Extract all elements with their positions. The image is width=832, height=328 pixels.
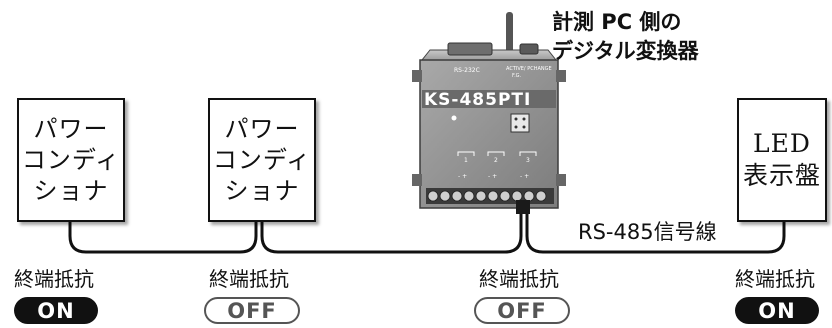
- terminal-group-label: 1: [464, 157, 468, 164]
- termination-state-on: ON: [735, 297, 819, 324]
- signal-line-label: RS-485信号線: [578, 220, 717, 244]
- power-conditioner-right: パワー コンディ ショナ: [208, 98, 316, 222]
- antenna: [506, 12, 513, 56]
- device-label-line: ショナ: [224, 176, 300, 205]
- device-label-line: ショナ: [33, 176, 109, 205]
- switch-sublabel: F.G.: [512, 73, 522, 79]
- termination-label: 終端抵抗: [209, 267, 289, 291]
- switch-block-icon: [510, 113, 530, 133]
- switch-label: ACTIVE/ PCHANGE: [506, 66, 552, 72]
- power-connector: [519, 43, 539, 55]
- device-label-line: パワー: [224, 114, 300, 143]
- led-display-panel: LED 表示盤: [737, 98, 827, 222]
- converter-device: RS-232C ACTIVE/ PCHANGE F.G. KS-485PTI 1…: [412, 12, 566, 214]
- device-label-line: 表示盤: [742, 161, 821, 190]
- terminal-polarity: - +: [488, 173, 497, 180]
- status-led-icon: [451, 115, 457, 121]
- terminal-polarity: - +: [458, 173, 467, 180]
- termination-state-off: OFF: [204, 297, 300, 324]
- terminal-polarity: - +: [520, 173, 529, 180]
- termination-state-off: OFF: [474, 297, 570, 324]
- termination-label: 終端抵抗: [479, 267, 559, 291]
- termination-label: 終端抵抗: [14, 267, 94, 291]
- terminal-group-label: 2: [494, 157, 498, 164]
- device-label-line: コンディ: [212, 145, 312, 174]
- termination-state-on: ON: [14, 297, 98, 324]
- converter-caption: 計測 PC 側の デジタル変換器: [552, 8, 699, 66]
- port-label: RS-232C: [454, 67, 480, 74]
- terminal-screws: [427, 190, 547, 202]
- cable-entry: [516, 200, 530, 214]
- device-label-line: パワー: [33, 114, 109, 143]
- terminal-group-label: 3: [526, 157, 530, 164]
- power-conditioner-left: パワー コンディ ショナ: [17, 98, 125, 222]
- model-name: KS-485PTI: [424, 90, 531, 110]
- converter-caption-line1: 計測 PC 側の: [552, 10, 682, 34]
- db-connector: [447, 42, 493, 56]
- termination-label: 終端抵抗: [735, 267, 815, 291]
- device-label-line: LED: [753, 129, 811, 158]
- converter-caption-line2: デジタル変換器: [552, 39, 699, 63]
- device-label-line: コンディ: [21, 145, 121, 174]
